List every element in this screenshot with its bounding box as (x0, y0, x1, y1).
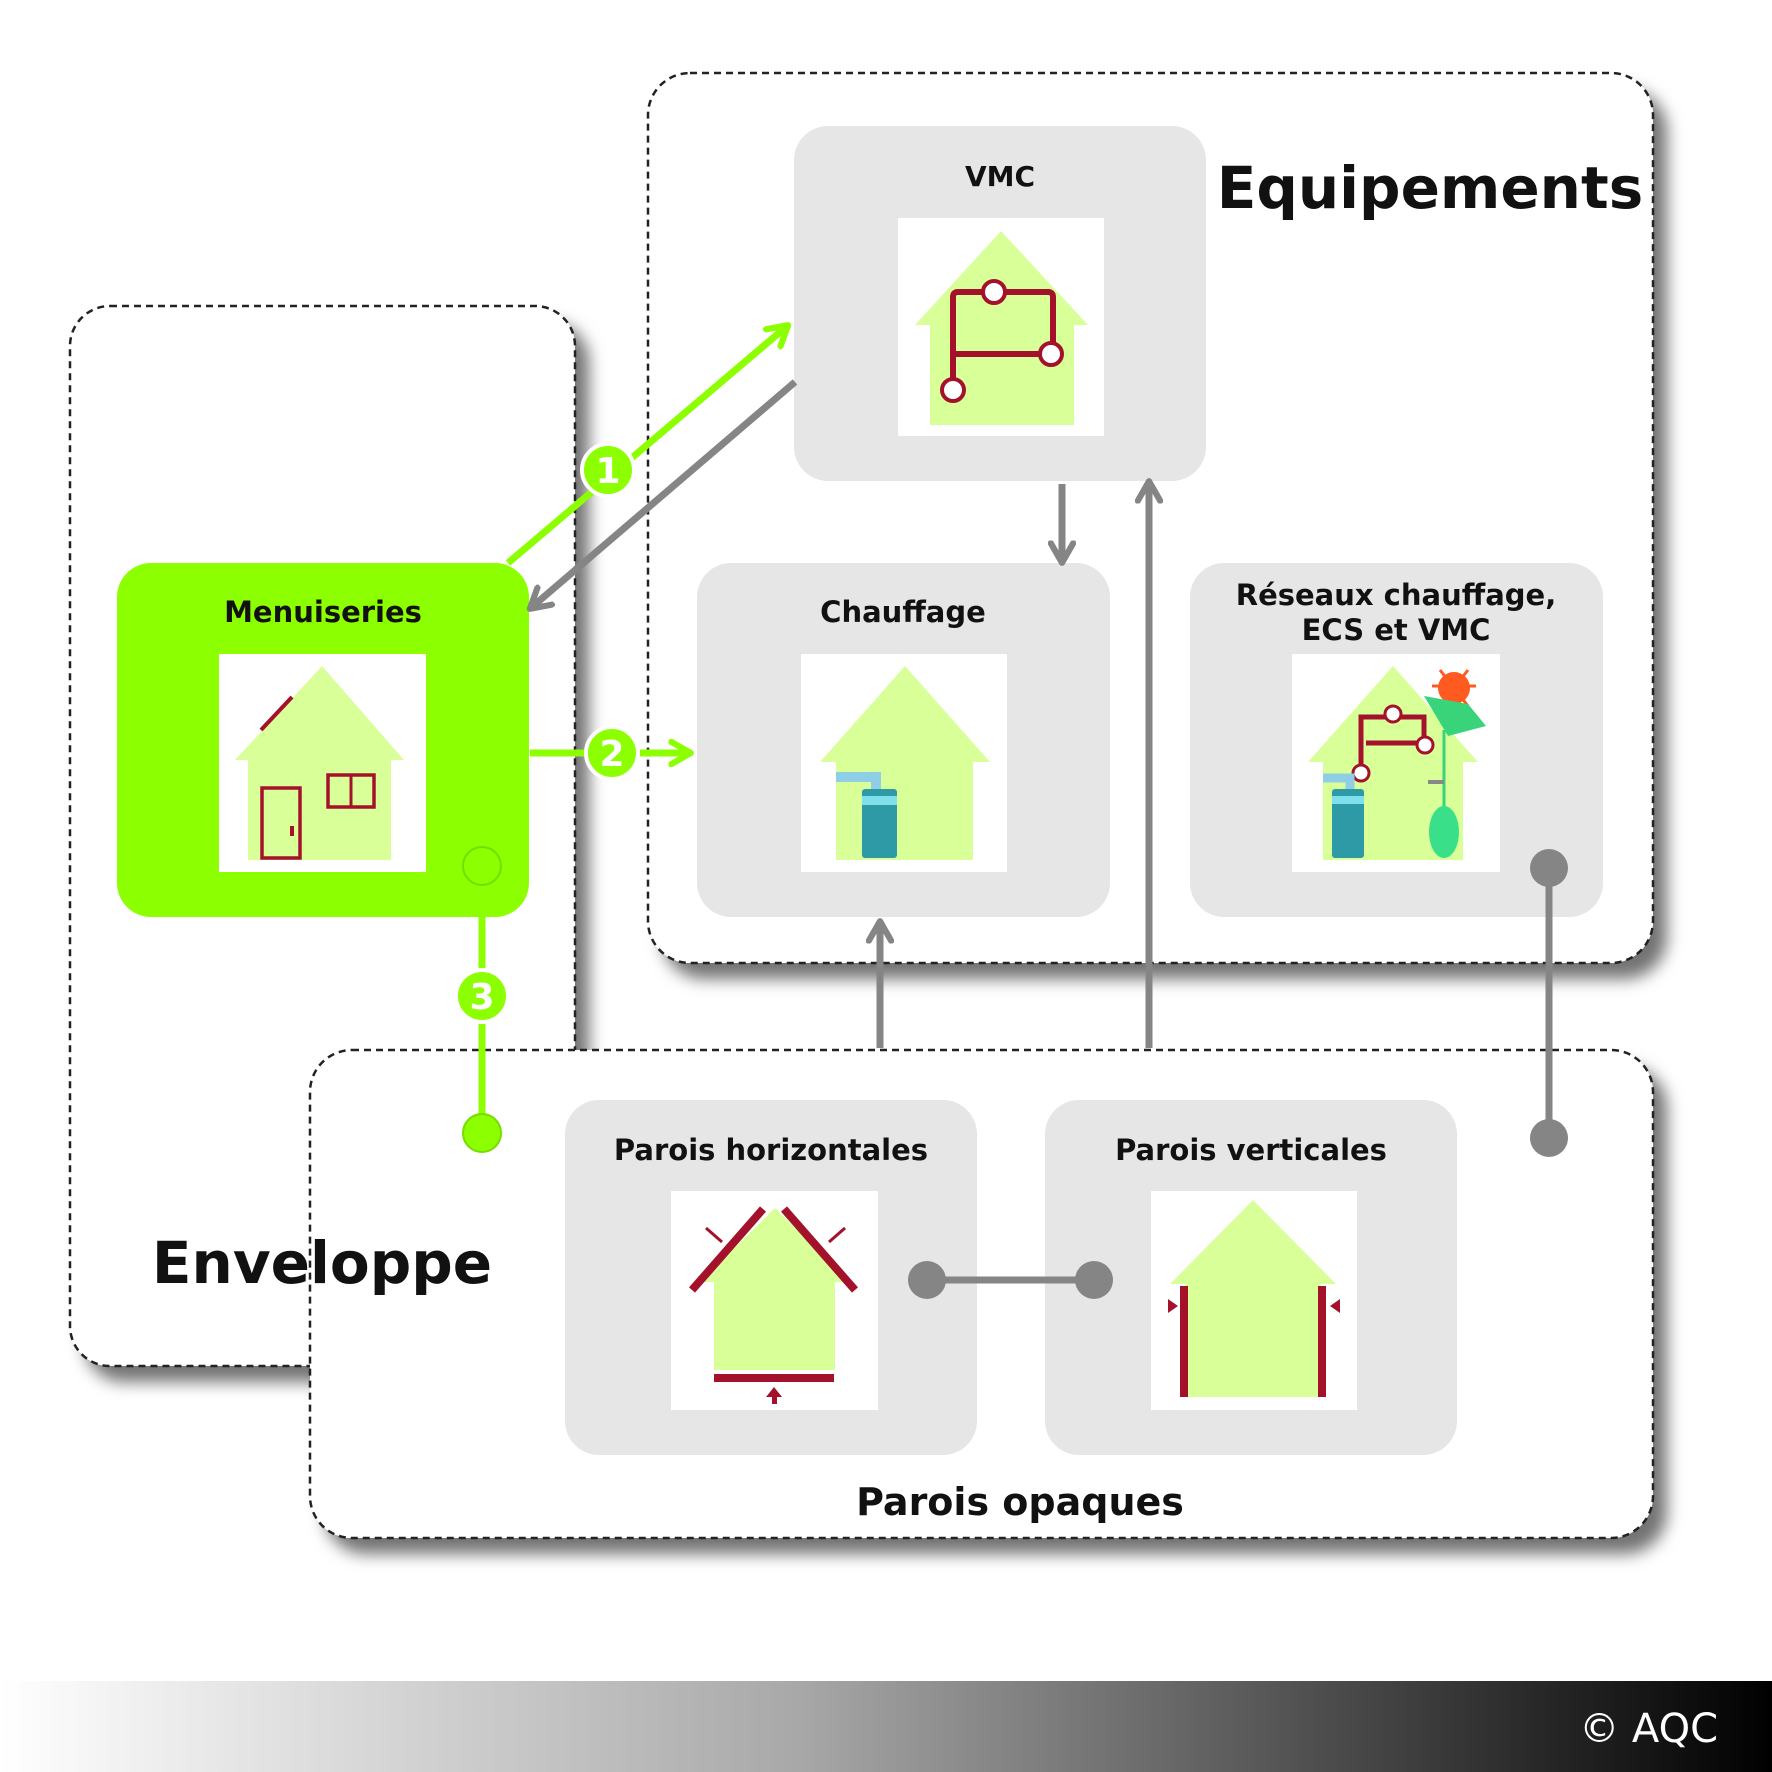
connectors-grey (532, 379, 1568, 1299)
connector-dot (1530, 1119, 1568, 1157)
equipements-title: Equipements (1217, 154, 1643, 222)
menuiseries-house-icon (219, 654, 426, 872)
footer-bar: © AQC (0, 1681, 1772, 1772)
badge-2: 2 (584, 725, 640, 781)
connector-dot (1075, 1261, 1113, 1299)
badge-2-label: 2 (599, 734, 624, 775)
node-parois-verticales[interactable]: Parois verticales (1045, 1100, 1457, 1455)
node-parois-horizontales[interactable]: Parois horizontales (565, 1100, 977, 1455)
connector-dot (908, 1261, 946, 1299)
node-chauffage[interactable]: Chauffage (697, 563, 1110, 917)
parois-opaques-title: Parois opaques (856, 1480, 1184, 1524)
node-menuiseries[interactable]: Menuiseries (117, 563, 529, 917)
badge-3: 3 (454, 968, 510, 1024)
node-vmc-label: VMC (965, 160, 1035, 193)
parois-verticales-house-icon (1151, 1191, 1357, 1410)
connector-dot (462, 846, 502, 886)
node-menuiseries-label: Menuiseries (224, 595, 422, 629)
connector-menuiseries-to-vmc (505, 327, 786, 566)
node-reseaux-label-line2: ECS et VMC (1302, 613, 1491, 647)
connector-vmc-to-menuiseries (532, 379, 798, 607)
parois-horizontales-house-icon (671, 1191, 878, 1410)
badge-3-label: 3 (469, 977, 494, 1018)
connector-dot (1530, 849, 1568, 887)
badge-1: 1 (580, 442, 636, 498)
copyright-text: © AQC (1579, 1706, 1718, 1752)
connector-dot (462, 1113, 502, 1153)
node-parois-horizontales-label: Parois horizontales (614, 1133, 928, 1167)
badge-1-label: 1 (595, 451, 620, 492)
node-chauffage-label: Chauffage (820, 595, 986, 629)
node-reseaux[interactable]: Réseaux chauffage, ECS et VMC (1190, 563, 1603, 917)
node-parois-verticales-label: Parois verticales (1115, 1133, 1387, 1167)
node-vmc[interactable]: VMC (794, 126, 1206, 481)
vmc-house-icon (898, 218, 1104, 436)
chauffage-house-icon (801, 654, 1007, 872)
enveloppe-title: Enveloppe (152, 1229, 492, 1297)
reseaux-house-icon (1292, 654, 1500, 872)
node-reseaux-label-line1: Réseaux chauffage, (1236, 578, 1557, 612)
